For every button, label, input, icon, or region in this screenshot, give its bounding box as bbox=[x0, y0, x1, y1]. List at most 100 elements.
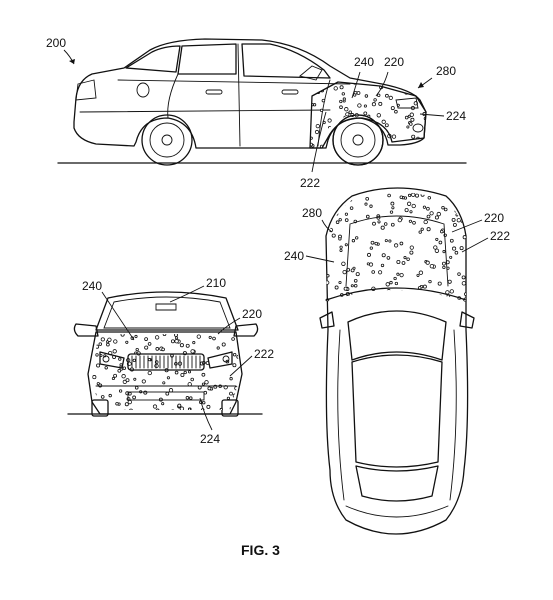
cover-dot bbox=[121, 374, 126, 379]
cover-dot bbox=[134, 386, 139, 390]
cover-dot bbox=[434, 215, 439, 220]
cover-dot bbox=[231, 337, 235, 341]
cover-dot bbox=[189, 396, 193, 400]
cover-dot bbox=[338, 280, 342, 285]
cover-dot bbox=[202, 401, 206, 405]
leader-top-220 bbox=[451, 219, 483, 233]
cover-dot bbox=[187, 370, 192, 374]
cover-dot bbox=[411, 134, 416, 139]
cover-dot bbox=[451, 217, 456, 222]
cover-dot bbox=[356, 91, 361, 95]
cover-dot bbox=[406, 125, 410, 129]
cover-dot bbox=[207, 386, 212, 391]
cover-dot bbox=[340, 193, 344, 198]
cover-dot bbox=[100, 337, 105, 342]
leader-front-220 bbox=[217, 317, 241, 335]
cover-dot bbox=[456, 218, 461, 223]
cover-dot bbox=[393, 243, 399, 248]
cover-dot bbox=[437, 281, 442, 286]
cover-dot bbox=[344, 243, 348, 247]
cover-dot bbox=[409, 250, 414, 255]
ref-top-220: 220 bbox=[484, 211, 504, 225]
right-front-tire bbox=[221, 399, 239, 417]
cover-dot bbox=[177, 403, 182, 408]
cover-dot bbox=[418, 270, 424, 275]
cover-dot bbox=[334, 285, 339, 290]
cover-dot bbox=[118, 389, 123, 393]
cover-dot bbox=[406, 257, 410, 261]
cover-dot bbox=[459, 202, 465, 207]
side-mirror bbox=[299, 65, 323, 81]
cover-dot bbox=[106, 342, 110, 347]
cover-dot bbox=[92, 359, 95, 363]
cover-dot bbox=[206, 404, 211, 409]
cover-dot bbox=[462, 235, 466, 240]
cover-dot bbox=[162, 381, 166, 385]
ref-side-280: 280 bbox=[436, 64, 456, 78]
top-right-mirror bbox=[459, 311, 475, 329]
cover-dot bbox=[425, 260, 430, 265]
cover-dot bbox=[98, 383, 103, 388]
cover-dot bbox=[127, 399, 132, 405]
cover-dot bbox=[399, 272, 404, 278]
cover-dot bbox=[412, 220, 416, 225]
cover-dot bbox=[327, 188, 330, 191]
cover-dot bbox=[426, 227, 431, 232]
grille-bars bbox=[131, 355, 201, 369]
cover-dot bbox=[327, 125, 332, 130]
cover-dot bbox=[390, 201, 395, 206]
cover-dot bbox=[438, 294, 443, 299]
top-body-outline bbox=[325, 187, 469, 535]
cover-dot bbox=[187, 382, 192, 387]
cover-dot bbox=[452, 192, 457, 195]
cover-dot bbox=[403, 256, 407, 260]
cover-dot bbox=[122, 379, 127, 385]
cover-dot bbox=[450, 192, 455, 195]
cover-dot bbox=[420, 192, 425, 197]
cover-dot bbox=[333, 86, 338, 91]
side-headlamp bbox=[395, 97, 419, 109]
cover-dot bbox=[359, 188, 362, 191]
cover-dot bbox=[190, 349, 195, 354]
rear-door-handle bbox=[205, 89, 223, 95]
cover-dot bbox=[461, 281, 466, 286]
fuel-door bbox=[136, 82, 150, 98]
cover-dot bbox=[346, 132, 351, 137]
side-cover-edge bbox=[309, 81, 427, 149]
cover-dot bbox=[355, 272, 360, 277]
cover-dot bbox=[104, 366, 108, 370]
cover-dot bbox=[436, 211, 441, 217]
cover-dot bbox=[368, 262, 374, 267]
cover-dot bbox=[129, 408, 133, 410]
cover-dot bbox=[124, 402, 129, 407]
leader-side-240 bbox=[351, 71, 361, 99]
front-grille bbox=[127, 353, 205, 371]
cover-dot bbox=[229, 377, 233, 381]
cover-dot bbox=[461, 199, 466, 204]
cover-dot bbox=[122, 366, 126, 370]
cover-dot bbox=[433, 245, 438, 250]
cover-dot bbox=[369, 246, 373, 250]
cover-dot bbox=[394, 281, 399, 286]
cover-dot bbox=[396, 259, 401, 264]
cover-dot bbox=[420, 227, 424, 231]
cover-dot bbox=[143, 390, 148, 395]
cover-dot bbox=[454, 250, 459, 255]
cover-dot bbox=[381, 253, 386, 258]
cover-dot bbox=[447, 192, 452, 194]
ref-top-240: 240 bbox=[284, 249, 304, 263]
ref-side-222: 222 bbox=[300, 176, 320, 190]
cover-dot bbox=[350, 284, 354, 288]
cover-dot bbox=[310, 99, 312, 104]
cover-dot bbox=[141, 379, 146, 384]
cover-dot bbox=[115, 402, 119, 406]
cover-dot bbox=[132, 358, 136, 363]
cover-dot bbox=[344, 212, 348, 216]
top-rear-window bbox=[355, 465, 439, 502]
figure-caption: FIG. 3 bbox=[241, 542, 280, 558]
cover-dot bbox=[315, 123, 320, 129]
cover-dot bbox=[404, 115, 409, 120]
leader-front-224 bbox=[199, 397, 213, 431]
cover-dot bbox=[374, 241, 378, 246]
cover-dot bbox=[133, 377, 137, 381]
